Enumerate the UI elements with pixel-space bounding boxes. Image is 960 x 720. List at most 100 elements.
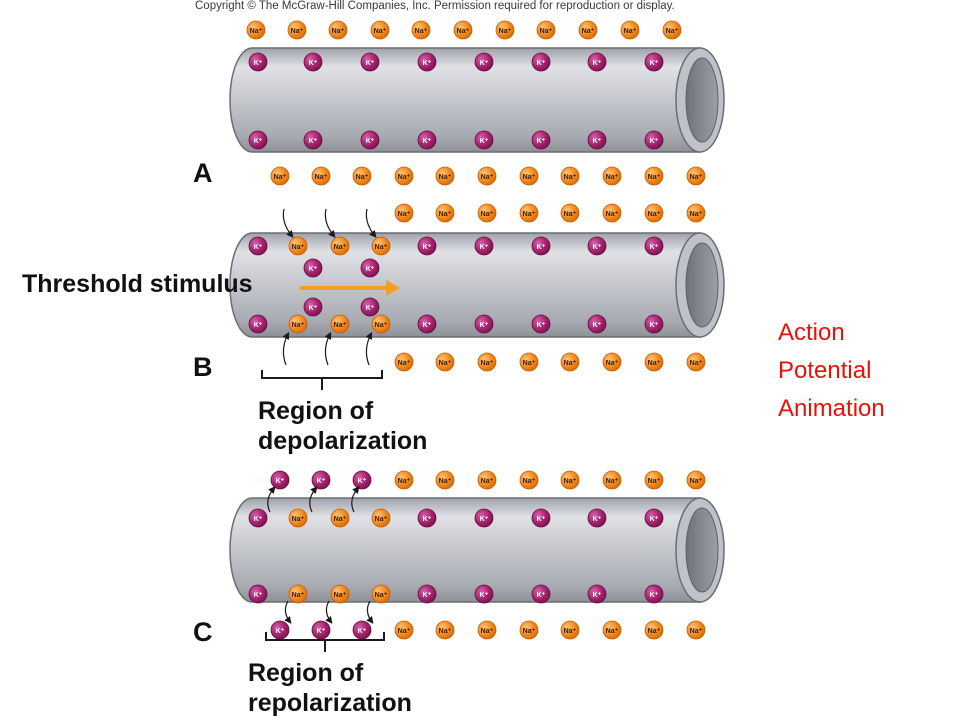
axon-end-opening — [685, 242, 719, 328]
sodium-ion: Na⁺ — [287, 20, 307, 40]
sodium-ion: Na⁺ — [435, 166, 455, 186]
ion-label: Na⁺ — [457, 28, 470, 35]
ion-label: Na⁺ — [582, 28, 595, 35]
ion-label: Na⁺ — [606, 360, 619, 367]
sodium-ion: Na⁺ — [560, 166, 580, 186]
copyright-notice: Copyright © The McGraw-Hill Companies, I… — [195, 0, 675, 12]
ion-ball — [328, 20, 348, 40]
ion-label: Na⁺ — [334, 516, 347, 523]
panel-label-a: A — [193, 158, 213, 188]
ion-ball — [519, 203, 539, 223]
ion-ball — [536, 20, 556, 40]
ion-ball — [587, 236, 607, 256]
ion-label: Na⁺ — [624, 28, 637, 35]
ion-label: K⁺ — [593, 592, 602, 599]
ion-ball — [352, 470, 372, 490]
ion-ball — [370, 20, 390, 40]
ion-label: K⁺ — [650, 322, 659, 329]
ion-ball — [560, 620, 580, 640]
sodium-ion: Na⁺ — [435, 470, 455, 490]
ion-ball — [560, 352, 580, 372]
ion-ball — [587, 508, 607, 528]
ion-label: Na⁺ — [375, 592, 388, 599]
ion-ball — [417, 130, 437, 150]
ion-label: Na⁺ — [523, 174, 536, 181]
ion-ball — [644, 130, 664, 150]
ion-ball — [495, 20, 515, 40]
ion-label: K⁺ — [254, 60, 263, 67]
potassium-ion: K⁺ — [587, 52, 607, 72]
sodium-ion: Na⁺ — [519, 470, 539, 490]
sodium-ion: Na⁺ — [246, 20, 266, 40]
ion-ball — [644, 470, 664, 490]
ion-flow-arrow — [324, 208, 336, 238]
ion-label: K⁺ — [317, 628, 326, 635]
ion-ball — [644, 352, 664, 372]
ion-ball — [686, 203, 706, 223]
axon-body — [229, 47, 701, 153]
region-bracket — [265, 632, 385, 652]
ion-ball — [644, 52, 664, 72]
potassium-ion: K⁺ — [360, 52, 380, 72]
ion-label: Na⁺ — [606, 478, 619, 485]
sodium-ion: Na⁺ — [560, 352, 580, 372]
ion-label: Na⁺ — [564, 360, 577, 367]
potassium-ion: K⁺ — [587, 236, 607, 256]
ion-label: Na⁺ — [375, 516, 388, 523]
ion-label: Na⁺ — [398, 211, 411, 218]
sodium-ion: Na⁺ — [477, 166, 497, 186]
potassium-ion: K⁺ — [417, 52, 437, 72]
ion-label: Na⁺ — [334, 592, 347, 599]
sodium-ion: Na⁺ — [394, 470, 414, 490]
ion-ball — [531, 236, 551, 256]
potassium-ion: K⁺ — [270, 470, 290, 490]
potassium-ion: K⁺ — [303, 258, 323, 278]
potassium-ion: K⁺ — [248, 314, 268, 334]
ion-label: Na⁺ — [292, 244, 305, 251]
sodium-ion: Na⁺ — [686, 352, 706, 372]
ion-label: Na⁺ — [690, 174, 703, 181]
ion-label: K⁺ — [593, 60, 602, 67]
ion-label: Na⁺ — [398, 478, 411, 485]
ion-label: Na⁺ — [523, 360, 536, 367]
depolarization-label-line-1: Region of — [258, 397, 374, 425]
ion-ball — [519, 352, 539, 372]
ion-label: Na⁺ — [481, 211, 494, 218]
sodium-ion: Na⁺ — [686, 166, 706, 186]
ion-ball — [602, 470, 622, 490]
potassium-ion: K⁺ — [417, 314, 437, 334]
ion-label: Na⁺ — [523, 628, 536, 635]
potassium-ion: K⁺ — [303, 52, 323, 72]
ion-ball — [686, 470, 706, 490]
ion-ball — [248, 584, 268, 604]
ion-label: K⁺ — [480, 516, 489, 523]
sodium-ion: Na⁺ — [288, 236, 308, 256]
sodium-ion: Na⁺ — [578, 20, 598, 40]
sodium-ion: Na⁺ — [686, 620, 706, 640]
ion-ball — [311, 470, 331, 490]
sodium-ion: Na⁺ — [602, 166, 622, 186]
ion-label: Na⁺ — [356, 174, 369, 181]
ion-label: K⁺ — [537, 592, 546, 599]
potassium-ion: K⁺ — [531, 236, 551, 256]
sodium-ion: Na⁺ — [330, 584, 350, 604]
ion-ball — [394, 166, 414, 186]
ion-flow-arrow — [284, 600, 292, 624]
sodium-ion: Na⁺ — [288, 314, 308, 334]
ion-label: K⁺ — [309, 305, 318, 312]
ion-ball — [411, 20, 431, 40]
ion-ball — [303, 130, 323, 150]
ion-label: Na⁺ — [523, 211, 536, 218]
ion-ball — [371, 314, 391, 334]
sodium-ion: Na⁺ — [352, 166, 372, 186]
ion-label: Na⁺ — [439, 211, 452, 218]
ion-ball — [644, 508, 664, 528]
ion-label: K⁺ — [593, 322, 602, 329]
ion-label: Na⁺ — [481, 628, 494, 635]
sodium-ion: Na⁺ — [394, 352, 414, 372]
ion-label: Na⁺ — [564, 211, 577, 218]
sodium-ion: Na⁺ — [371, 508, 391, 528]
ion-label: Na⁺ — [292, 322, 305, 329]
ion-label: K⁺ — [254, 516, 263, 523]
sodium-ion: Na⁺ — [330, 314, 350, 334]
